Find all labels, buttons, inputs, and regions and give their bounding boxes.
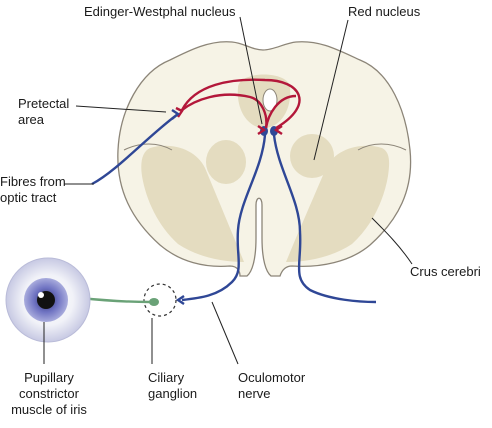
label-pupillary-line3: muscle of iris — [11, 402, 87, 417]
label-oculomotor-line2: nerve — [238, 386, 271, 401]
label-ciliary-line1: Ciliary — [148, 370, 185, 385]
leader-lines — [43, 16, 413, 365]
label-oculomotor-nerve: Oculomotor nerve — [238, 370, 305, 402]
oculomotor-fibres-right — [272, 134, 377, 304]
ew-nucleus-right — [270, 126, 278, 136]
label-fibres-line1: Fibres from — [0, 174, 66, 189]
label-pupillary-line2: constrictor — [19, 386, 79, 401]
pretectal-ew-fibres-cross — [180, 78, 301, 130]
pretectal-ew-fibres-right — [264, 94, 297, 129]
red-terminal-left — [257, 125, 267, 135]
label-fibres-optic-tract: Fibres from optic tract — [0, 174, 66, 206]
label-edinger-westphal: Edinger-Westphal nucleus — [84, 4, 236, 19]
label-pretectal-line2: area — [18, 112, 45, 127]
pretectal-terminal — [175, 106, 184, 118]
preganglionic-terminal — [175, 295, 185, 305]
leader-crus-cerebri — [371, 217, 413, 265]
optic-tract-terminal — [171, 109, 181, 120]
red-nucleus-right — [290, 134, 334, 178]
cerebral-aqueduct — [262, 88, 278, 112]
label-pupillary-constrictor: Pupillary constrictor muscle of iris — [8, 370, 90, 418]
leader-red-nucleus — [313, 19, 349, 161]
label-oculomotor-line1: Oculomotor — [238, 370, 306, 385]
leader-oculomotor — [211, 301, 239, 365]
oculomotor-fibres-left — [181, 134, 267, 302]
ciliary-ganglion-cell — [149, 298, 159, 306]
label-red-nucleus: Red nucleus — [348, 4, 421, 19]
label-pupillary-line1: Pupillary — [24, 370, 74, 385]
leader-pretectal — [75, 105, 167, 113]
pretectal-ew-fibres-left — [181, 93, 268, 129]
ciliary-ganglion-circle — [143, 283, 177, 317]
label-ciliary-ganglion: Ciliary ganglion — [148, 370, 197, 402]
label-pretectal-line1: Pretectal — [18, 96, 70, 111]
label-pretectal-area: Pretectal area — [18, 96, 69, 128]
leader-edinger-westphal — [239, 16, 263, 125]
tegmentum-boundary — [123, 143, 407, 151]
label-fibres-line2: optic tract — [0, 190, 57, 205]
eye-highlight — [38, 292, 44, 298]
label-ciliary-line2: ganglion — [148, 386, 198, 401]
label-crus-cerebri: Crus cerebri — [410, 264, 481, 279]
red-nucleus-left — [206, 140, 246, 184]
crus-cerebri-right — [286, 145, 390, 262]
crus-cerebri-left — [141, 145, 244, 262]
optic-tract-fibres — [91, 113, 179, 186]
red-terminal-right — [273, 125, 283, 135]
